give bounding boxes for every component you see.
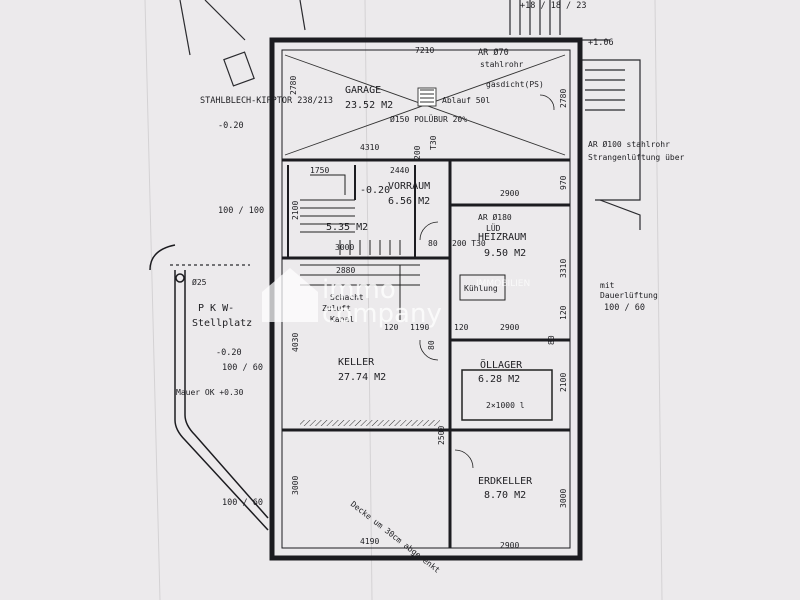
kuehlung-label: Kühlung — [464, 284, 498, 293]
dim-2100-b: 2100 — [559, 373, 568, 392]
ar70-label: AR Ø70 — [478, 47, 509, 58]
dim-t30: T30 — [429, 135, 438, 150]
dim-120-a: 120 — [384, 323, 399, 332]
mauer-label: Mauer OK +0.30 — [176, 388, 244, 397]
pkw-level: -0.20 — [216, 348, 242, 358]
vorraum-name: VORRAUM — [388, 181, 430, 192]
dim-80-c: 80 — [547, 335, 556, 345]
top-left-dim: +18 / 18 / 23 — [520, 1, 587, 11]
ratio-100-100: 100 / 100 — [218, 206, 264, 216]
dim-2100: 2100 — [291, 201, 300, 220]
dim-80-b: 80 — [427, 340, 436, 350]
fold-line — [364, 0, 373, 600]
site-context-top — [170, 0, 641, 266]
watermark-logo-top: immo — [322, 275, 396, 305]
dim-3000-left: 3000 — [291, 476, 300, 495]
hatch-strip — [300, 420, 440, 426]
dim-2900-top: 2900 — [500, 189, 519, 198]
dim-120-c: 120 — [454, 323, 469, 332]
gefaelle-label: Ø150 POLÜBUR 20% — [390, 114, 467, 124]
watermark-logo-bottom: company — [322, 299, 442, 329]
interior-walls — [282, 158, 570, 548]
level-left: -0.20 — [218, 121, 244, 131]
ratio-100-60-a: 100 / 60 — [222, 363, 263, 373]
boiler-outline — [459, 274, 506, 301]
gasdicht-label: gasdicht(PS) — [486, 80, 544, 89]
dauerlueftung-label: Dauerlüftung — [600, 291, 658, 300]
fold-line — [654, 0, 663, 600]
vorraum-area: 6.56 M2 — [388, 196, 430, 207]
dim-2880: 2880 — [336, 266, 355, 275]
watermark-sub: IMMOBILIEN — [476, 279, 530, 289]
strangenlueftung-label: Strangenlüftung über — [588, 153, 685, 162]
dim-200: 200 — [413, 145, 422, 160]
erdkeller-area: 8.70 M2 — [484, 490, 526, 501]
keller-name: KELLER — [338, 357, 375, 368]
dim-3000-right: 3000 — [559, 489, 568, 508]
ablauf-label: Ablauf 50l — [442, 96, 490, 105]
dim-1190: 1190 — [410, 323, 429, 332]
dim-2500: 2500 — [437, 426, 446, 445]
dim-80: 80 — [428, 239, 438, 248]
watermark: immo company IMMOBILIEN — [262, 268, 530, 329]
parking-outline — [149, 244, 269, 531]
dim-2440: 2440 — [390, 166, 409, 175]
dim-970: 970 — [559, 175, 568, 190]
d25-label: Ø25 — [192, 277, 207, 287]
ar100-label: AR Ø100 stahlrohr — [588, 139, 670, 149]
plan-labels: +18 / 18 / 23 +1.06 STAHLBLECH-KIPPTOR 2… — [176, 1, 685, 575]
garage-area: 23.52 M2 — [345, 100, 393, 111]
ratio-100-60-b: 100 / 60 — [222, 498, 263, 508]
heizraum-area: 9.50 M2 — [484, 248, 526, 259]
stairs-area: 5.35 M2 — [326, 222, 368, 233]
staircase — [300, 174, 420, 320]
dim-4030: 4030 — [291, 333, 300, 352]
house-logo-icon — [262, 268, 318, 322]
ratio-right: 100 / 60 — [604, 303, 645, 313]
vorraum-level: -0.20 — [360, 185, 390, 196]
garage-name: GARAGE — [345, 85, 381, 96]
stairs-label: 3000 — [335, 243, 354, 252]
dim-120-b: 120 — [559, 305, 568, 320]
lued-label: LÜD — [486, 223, 501, 233]
schacht-label: Schacht — [330, 293, 364, 302]
dim-1750: 1750 — [310, 166, 329, 175]
dim-7210: 7210 — [415, 46, 434, 55]
kanal-label: Kanal — [330, 315, 354, 324]
dim-2780-left: 2780 — [289, 76, 298, 95]
dim-2900-mid: 2900 — [500, 323, 519, 332]
keller-area: 27.74 M2 — [338, 372, 386, 383]
oellager-name: ÖLLAGER — [480, 358, 523, 371]
dim-2780-right: 2780 — [559, 89, 568, 108]
oil-tank-label: 2×1000 l — [486, 401, 525, 410]
ar180-label: AR Ø180 — [478, 212, 512, 222]
stahlrohr-label: stahlrohr — [480, 60, 524, 69]
zuluft-label: Zuluft — [322, 304, 351, 313]
fold-line — [144, 0, 161, 600]
dim-200-t30: 200 T30 — [452, 239, 486, 248]
pkw-label: P K W- — [198, 303, 234, 314]
dim-2900-bottom: 2900 — [500, 541, 519, 550]
mit-label: mit — [600, 281, 615, 290]
door-swings — [419, 94, 555, 469]
garage-diagonals — [284, 54, 566, 156]
dim-4310: 4310 — [360, 143, 379, 152]
erdkeller-name: ERDKELLER — [478, 476, 533, 487]
stellplatz-label: Stellplatz — [192, 318, 252, 329]
oellager-area: 6.28 M2 — [478, 374, 520, 385]
oil-tank-outline — [461, 369, 553, 421]
dim-3310: 3310 — [559, 259, 568, 278]
dimension-labels: 7210 2780 2780 4310 1750 2440 200 T30 29… — [289, 46, 568, 550]
heizraum-name: HEIZRAUM — [478, 232, 526, 243]
level-right: +1.06 — [588, 38, 614, 48]
roll-door-label: STAHLBLECH-KIPPTOR 238/213 — [200, 96, 333, 106]
dim-4190: 4190 — [360, 537, 379, 546]
